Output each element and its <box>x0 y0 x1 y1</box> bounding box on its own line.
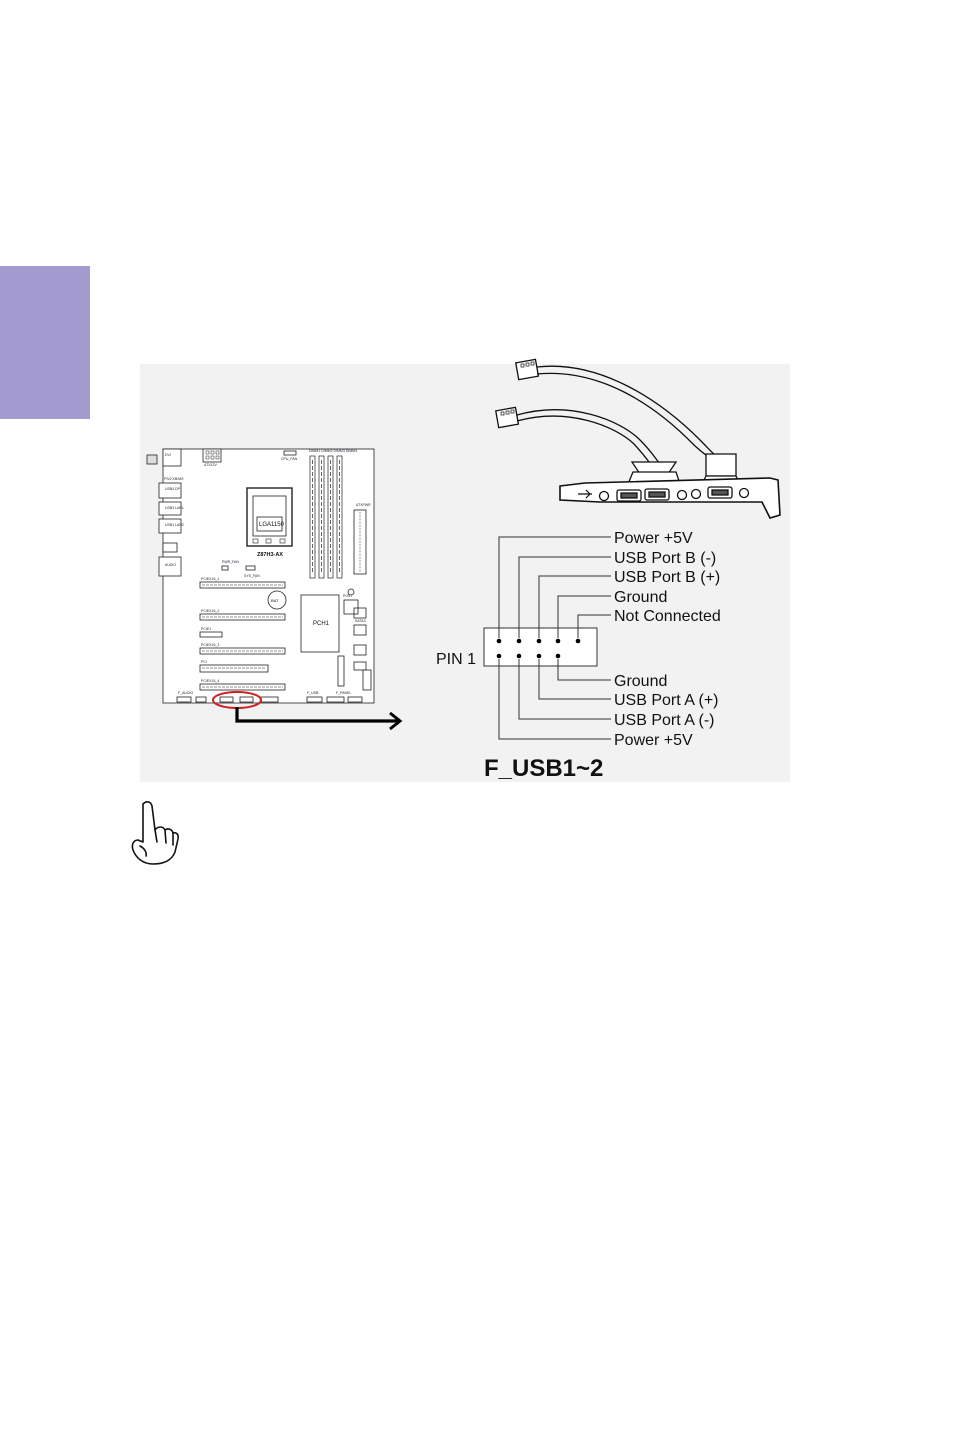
label-pcie1: PCIE1 <box>201 627 211 631</box>
label-pci: PCI <box>201 660 207 664</box>
usb-bracket-illustration <box>495 358 781 519</box>
pin-label-top-5: Not Connected <box>614 608 721 625</box>
label-pcie16-4: PCIEX16_4 <box>201 679 219 683</box>
motherboard-labels: DVI PS/2 KB/MS USB4 DP USB3 LAN1 USB1 LA… <box>164 449 371 695</box>
label-board-model: Z87H3-AX <box>257 552 283 558</box>
label-post: POST <box>343 594 353 598</box>
label-atx12v: ATX12V <box>204 463 217 467</box>
label-socket: LGA1150 <box>259 522 285 528</box>
label-usb-dvi: DVI <box>165 453 171 457</box>
pin-top-row <box>496 638 581 644</box>
label-pch: PCH1 <box>313 621 330 627</box>
label-sata: SATA3 <box>355 619 366 623</box>
pointing-hand-icon <box>131 801 179 865</box>
label-pcie16-2: PCIEX16_2 <box>201 609 219 613</box>
label-atxpwr: ATXPWR <box>356 503 371 507</box>
pin-label-top-4: Ground <box>614 589 667 606</box>
label-audio: AUDIO <box>165 563 176 567</box>
label-dimm: DIMM1 DIMM2 DIMM3 DIMM4 <box>309 449 357 453</box>
pin-bottom-row <box>496 653 561 659</box>
label-f-usb-3: F_USB <box>307 691 319 695</box>
pin-label-top-2: USB Port B (-) <box>614 550 716 567</box>
label-sys-fan: SYS_FAN <box>244 574 260 578</box>
label-usb-dp: USB4 DP <box>165 487 181 491</box>
pointer-arrow <box>235 707 403 731</box>
label-usb-lan2: USB1 LAN2 <box>165 523 184 527</box>
pin-label-bottom-2: USB Port A (+) <box>614 692 718 709</box>
label-pwr-fan: PWR_FAN <box>222 560 239 564</box>
pin-label-bottom-4: Power +5V <box>614 732 693 749</box>
header-title: F_USB1~2 <box>484 755 603 782</box>
pin1-label: PIN 1 <box>436 651 476 668</box>
label-usb-lan1: USB3 LAN1 <box>165 506 184 510</box>
label-pcie16-1: PCIEX16_1 <box>201 577 219 581</box>
pin-label-bottom-1: Ground <box>614 673 667 690</box>
chapter-side-tab <box>0 266 90 419</box>
pin-label-top-3: USB Port B (+) <box>614 569 720 586</box>
pin-header-diagram: PIN 1 Power +5V USB Port B (-) USB Port … <box>436 530 721 782</box>
pin-label-top-1: Power +5V <box>614 530 693 547</box>
label-battery: BAT <box>271 598 279 603</box>
label-f-audio: F_AUDIO <box>178 691 193 695</box>
label-ps2: PS/2 KB/MS <box>164 477 184 481</box>
label-f-panel: F_PANEL <box>336 691 351 695</box>
label-pcie16-3: PCIEX16_3 <box>201 643 219 647</box>
pin-label-bottom-3: USB Port A (-) <box>614 712 714 729</box>
label-cpu-fan: CPU_FAN <box>281 457 298 461</box>
motherboard-layout <box>146 448 375 704</box>
